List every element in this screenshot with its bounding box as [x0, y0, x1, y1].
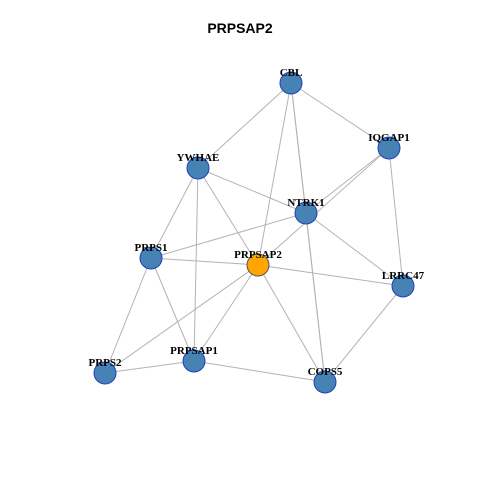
edge-ntrk1-lrrc47 [305, 212, 404, 287]
node-circle [313, 370, 337, 394]
edge-prpsap2-cops5 [257, 264, 326, 383]
edge-iqgap1-prpsap2 [257, 147, 390, 266]
node-circle [186, 156, 210, 180]
edge-prps1-prps2 [104, 257, 152, 374]
node-iqgap1: IQGAP1 [368, 132, 410, 160]
node-circle [182, 349, 206, 373]
edge-prpsap2-prpsap1 [193, 264, 259, 362]
node-ntrk1: NTRK1 [287, 197, 325, 225]
node-circle [246, 253, 270, 277]
node-prps2: PRPS2 [89, 357, 123, 385]
node-cbl: CBL [279, 67, 303, 95]
edge-cbl-prpsap2 [257, 82, 292, 266]
node-label: PRPSAP2 [234, 249, 282, 261]
node-label: CBL [280, 67, 303, 79]
edge-cbl-iqgap1 [290, 82, 390, 149]
node-cops5: COPS5 [308, 366, 343, 394]
edge-layer [104, 82, 404, 383]
diagram-title: PRPSAP2 [207, 20, 273, 36]
edge-cbl-ywhae [197, 82, 292, 169]
node-circle [391, 274, 415, 298]
edge-ywhae-prpsap1 [193, 167, 199, 362]
node-label: PRPS1 [135, 242, 168, 254]
edge-iqgap1-ntrk1 [305, 147, 390, 214]
edge-lrrc47-cops5 [324, 285, 404, 383]
node-lrrc47: LRRC47 [382, 270, 425, 298]
node-prpsap2: PRPSAP2 [234, 249, 282, 277]
edge-ntrk1-prps1 [150, 212, 307, 259]
node-circle [294, 201, 318, 225]
node-label: PRPS2 [89, 357, 123, 369]
node-circle [377, 136, 401, 160]
node-label: IQGAP1 [368, 132, 410, 144]
node-prpsap1: PRPSAP1 [170, 345, 218, 373]
node-label: NTRK1 [287, 197, 324, 209]
node-ywhae: YWHAE [177, 152, 220, 180]
node-label: COPS5 [308, 366, 343, 378]
node-circle [279, 71, 303, 95]
edge-ywhae-prpsap2 [197, 167, 259, 266]
node-circle [139, 246, 163, 270]
edge-ywhae-ntrk1 [197, 167, 307, 214]
edge-prpsap1-cops5 [193, 360, 326, 383]
edge-ntrk1-cops5 [305, 212, 326, 383]
edge-ywhae-prps1 [150, 167, 199, 259]
node-label: LRRC47 [382, 270, 425, 282]
edge-prpsap2-lrrc47 [257, 264, 404, 287]
edge-prps1-prpsap2 [150, 257, 259, 266]
edge-prpsap2-prps2 [104, 264, 259, 374]
node-label: PRPSAP1 [170, 345, 218, 357]
node-circle [93, 361, 117, 385]
edge-prps2-prpsap1 [104, 360, 195, 374]
edge-prps1-prpsap1 [150, 257, 195, 362]
node-label: YWHAE [177, 152, 220, 164]
edge-iqgap1-lrrc47 [388, 147, 404, 287]
node-prps1: PRPS1 [135, 242, 168, 270]
